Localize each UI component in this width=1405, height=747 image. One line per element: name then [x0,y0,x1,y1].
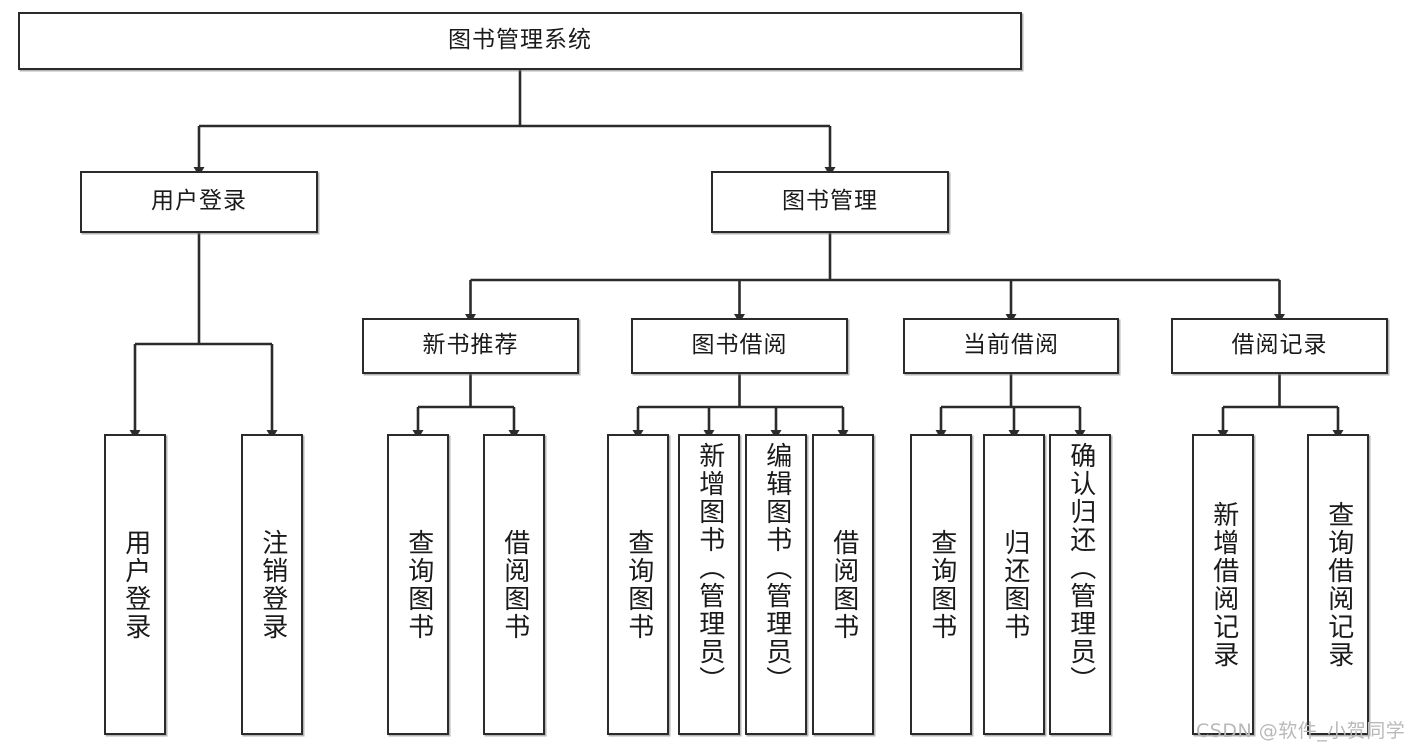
node-label-user_login: 用户登录 [151,188,247,215]
node-label-current_borrow: 当前借阅 [963,332,1059,359]
node-label-leaf_bb_borrow: 借阅图书 [828,528,859,641]
node-borrow_record[interactable]: 借阅记录 [1171,318,1388,374]
node-leaf_cb_return[interactable]: 归还图书 [983,434,1045,735]
node-leaf_bb_add[interactable]: 新增图书（管理员） [678,434,740,735]
node-label-borrow_record: 借阅记录 [1231,332,1328,359]
node-leaf_rec_borrow[interactable]: 借阅图书 [483,434,545,735]
node-root[interactable]: 图书管理系统 [18,12,1022,70]
node-label-leaf_br_query: 查询借阅记录 [1323,500,1354,669]
node-label-leaf_rec_query: 查询图书 [403,528,434,641]
node-leaf_bb_query[interactable]: 查询图书 [607,434,669,735]
node-leaf_br_query[interactable]: 查询借阅记录 [1307,434,1369,735]
node-label-new_book_rec: 新书推荐 [422,332,519,359]
node-label-leaf_user_login: 用户登录 [120,528,151,641]
node-label-leaf_br_add: 新增借阅记录 [1208,500,1239,669]
node-leaf_bb_edit[interactable]: 编辑图书（管理员） [745,434,807,735]
node-leaf_cb_confirm[interactable]: 确认归还（管理员） [1049,434,1111,735]
node-new_book_rec[interactable]: 新书推荐 [362,318,579,374]
node-label-leaf_bb_add: 新增图书（管理员） [694,442,725,694]
node-leaf_user_login[interactable]: 用户登录 [104,434,166,735]
node-label-leaf_bb_query: 查询图书 [623,528,654,641]
node-label-book_borrow: 图书借阅 [691,332,788,359]
node-user_login[interactable]: 用户登录 [80,171,318,233]
node-label-leaf_user_logout: 注销登录 [257,528,288,641]
node-leaf_bb_borrow[interactable]: 借阅图书 [812,434,874,735]
node-book_manage[interactable]: 图书管理 [711,171,949,233]
watermark-text: CSDN @软件_小贺同学 [1196,720,1405,742]
node-current_borrow[interactable]: 当前借阅 [903,318,1119,374]
node-leaf_rec_query[interactable]: 查询图书 [387,434,449,735]
node-label-leaf_rec_borrow: 借阅图书 [499,528,530,641]
node-label-book_manage: 图书管理 [782,188,878,215]
node-book_borrow[interactable]: 图书借阅 [631,318,848,374]
node-label-root: 图书管理系统 [448,27,592,54]
node-label-leaf_cb_query: 查询图书 [926,528,957,641]
node-label-leaf_bb_edit: 编辑图书（管理员） [761,442,792,694]
node-label-leaf_cb_return: 归还图书 [999,528,1030,641]
node-leaf_br_add[interactable]: 新增借阅记录 [1192,434,1254,735]
node-leaf_user_logout[interactable]: 注销登录 [241,434,303,735]
node-leaf_cb_query[interactable]: 查询图书 [910,434,972,735]
node-label-leaf_cb_confirm: 确认归还（管理员） [1065,442,1096,694]
